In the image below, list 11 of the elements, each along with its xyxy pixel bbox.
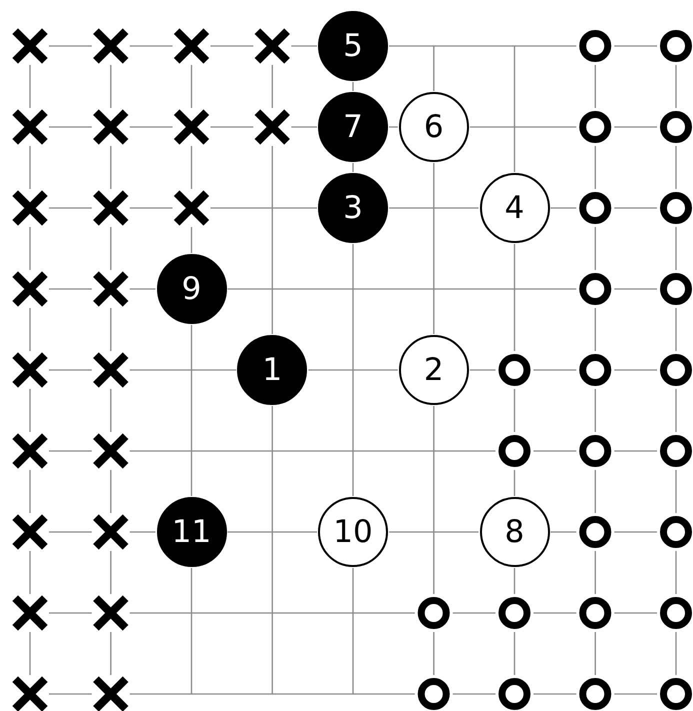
dark-stone: 5 (318, 11, 388, 81)
dark-stone: 1 (237, 335, 308, 405)
dark-stone: 7 (318, 92, 388, 162)
light-stone: 6 (398, 92, 469, 162)
dark-stone: 3 (318, 173, 388, 243)
light-stone: 8 (480, 497, 550, 567)
dark-stone: 9 (156, 254, 226, 324)
light-stone: 10 (318, 497, 388, 567)
light-stone: 2 (398, 335, 469, 405)
dark-stone: 11 (156, 497, 226, 567)
light-stone: 4 (480, 173, 550, 243)
